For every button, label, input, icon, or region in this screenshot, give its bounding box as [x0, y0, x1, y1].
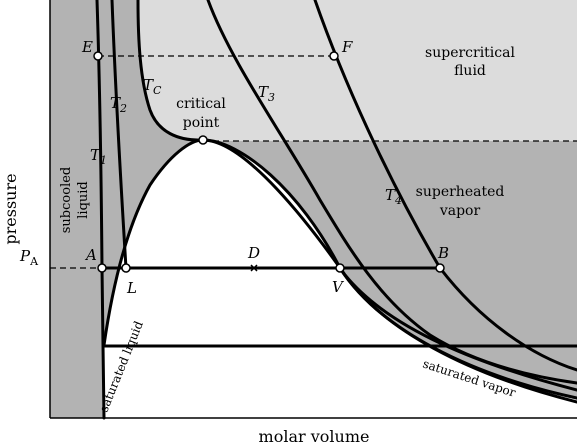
label-t1: T1 [90, 146, 107, 167]
label-vapor: vapor [439, 203, 481, 219]
isotherm-t1 [95, 0, 106, 420]
point-a [97, 263, 107, 273]
label-superheated: superheated [416, 184, 505, 200]
label-d: D [247, 244, 260, 262]
label-v: V [332, 278, 345, 296]
point-v [335, 263, 345, 273]
label-b: B [437, 244, 449, 262]
supercritical-region [138, 0, 577, 141]
label-subcooled: subcooled [59, 167, 74, 233]
point-f [329, 51, 339, 61]
label-t3: T3 [258, 83, 275, 104]
label-tc: TC [143, 76, 162, 97]
point-d-cross [250, 264, 258, 272]
label-liquid: liquid [76, 181, 91, 219]
y-axis-label: pressure [1, 173, 20, 244]
isotherm-tc [136, 0, 577, 392]
point-b [435, 263, 445, 273]
label-supercritical: supercritical [425, 45, 515, 61]
label-fluid: fluid [454, 63, 486, 79]
point-l [121, 263, 131, 273]
label-e: E [81, 38, 93, 56]
label-f: F [341, 38, 353, 56]
x-axis-label: molar volume [259, 427, 370, 446]
pressure-mark-pa: PA [19, 247, 39, 268]
point-e [93, 51, 103, 61]
label-a: A [84, 246, 97, 264]
point-critical [198, 135, 208, 145]
label-t2: T2 [110, 94, 127, 115]
saturation-dome [102, 138, 577, 404]
label-t4: T4 [385, 186, 402, 207]
two-phase-region [103, 140, 577, 418]
isotherm-t3 [206, 0, 577, 385]
label-critical: critical [176, 96, 226, 112]
label-point: point [183, 115, 220, 131]
label-l: L [126, 279, 137, 297]
